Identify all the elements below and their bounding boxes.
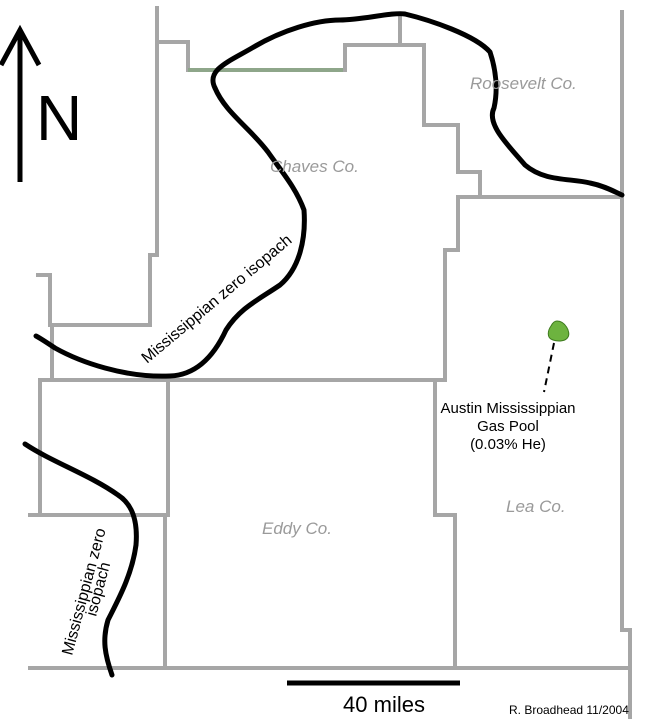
boundary-state-east [620, 10, 632, 719]
isopach-line-south [22, 441, 139, 678]
gas-pool-leader [543, 342, 555, 393]
gas-pool-marker [547, 320, 570, 342]
county-label-lea: Lea Co. [506, 497, 566, 516]
boundary-west-short [36, 273, 52, 327]
boundary-chaves-north [158, 40, 190, 72]
boundary-eddy-lea [433, 378, 457, 670]
county-label-eddy: Eddy Co. [262, 519, 332, 538]
gas-pool-label-line3: (0.03% He) [470, 436, 546, 453]
north-arrow-icon [0, 24, 42, 182]
boundary-eddy-west [163, 378, 170, 670]
scale-label: 40 miles [343, 692, 425, 717]
isopach-line-north [210, 11, 625, 198]
county-label-roosevelt: Roosevelt Co. [470, 74, 577, 93]
gas-pool-label-line2: Gas Pool [477, 418, 539, 435]
boundary-chaves-roosevelt [343, 12, 482, 199]
credit-text: R. Broadhead 11/2004 [509, 703, 629, 717]
county-label-chaves: Chaves Co. [270, 157, 359, 176]
isopach-line-north-hook [33, 85, 307, 379]
north-letter: N [36, 82, 82, 154]
boundary-chaves-lea [443, 195, 482, 382]
gas-pool-label-line1: Austin Mississippian [440, 400, 575, 417]
county-boundaries [28, 6, 632, 719]
